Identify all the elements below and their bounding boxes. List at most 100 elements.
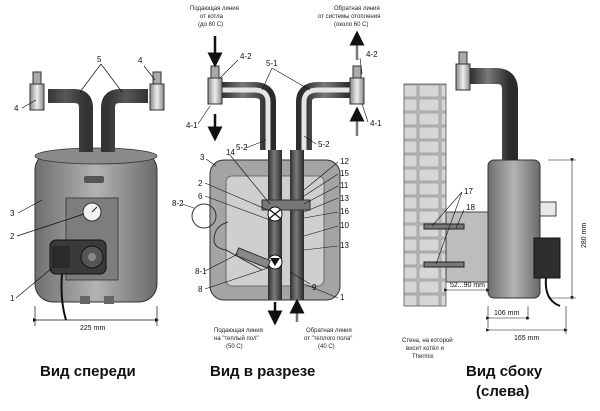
section-pipe-left-inner <box>222 87 271 150</box>
section-label-13-lower: 13 <box>340 241 349 250</box>
front-label-3: 3 <box>10 209 15 218</box>
brick-wall <box>403 83 447 307</box>
front-valve-right-cap <box>152 71 162 85</box>
svg-text:(40 С): (40 С) <box>318 344 335 350</box>
section-label-5-2-right: 5-2 <box>318 140 330 149</box>
note-supply-floor: Подающая линия на "теплый пол" (50 С) <box>214 328 263 350</box>
svg-text:висит котёл и: висит котёл и <box>406 346 444 352</box>
section-label-4-1-left: 4-1 <box>186 121 198 130</box>
side-pump <box>533 237 561 279</box>
anchor-bolt-upper <box>423 223 465 230</box>
front-label-1: 1 <box>10 294 15 303</box>
section-manifold <box>261 199 311 211</box>
note-return-floor: Обратная линия от "теплого пола" (40 С) <box>304 328 352 350</box>
section-label-3: 3 <box>200 153 205 162</box>
section-label-16: 16 <box>340 207 349 216</box>
caption-front-view: Вид спереди <box>40 363 136 380</box>
section-view: 4-2 4-2 4-1 4-1 5-1 5-2 5-2 3 14 2 6 8-2… <box>172 6 382 350</box>
flow-arrows <box>207 30 365 326</box>
front-leaders <box>15 63 160 326</box>
svg-text:от системы отопления: от системы отопления <box>318 14 380 20</box>
svg-text:на "теплый пол": на "теплый пол" <box>214 335 259 342</box>
caption-side-view-sub: (слева) <box>476 383 529 400</box>
side-valve-cap <box>458 51 468 65</box>
svg-text:от "теплого пола": от "теплого пола" <box>304 336 352 342</box>
side-depth-dimension-2: 165 mm <box>514 335 539 342</box>
side-valve <box>455 63 471 91</box>
section-label-2: 2 <box>198 179 203 188</box>
svg-text:Стена, на которой: Стена, на которой <box>402 337 453 344</box>
front-label-2: 2 <box>10 232 15 241</box>
side-depth-dimension-1: 106 mm <box>494 310 519 317</box>
section-label-10: 10 <box>340 221 349 230</box>
front-bottom-pipe-right <box>104 296 114 304</box>
front-label-4-left: 4 <box>14 104 19 113</box>
section-label-5-2-left: 5-2 <box>236 143 248 152</box>
front-pipe-left-band <box>48 89 93 152</box>
section-label-8-1: 8-1 <box>195 267 207 276</box>
front-valve-left-cap <box>32 71 42 85</box>
svg-text:Обратная линия: Обратная линия <box>306 328 352 334</box>
section-label-5-1: 5-1 <box>266 59 278 68</box>
front-valve-right <box>149 83 165 111</box>
section-label-15: 15 <box>340 169 349 178</box>
svg-text:Thermix: Thermix <box>412 354 434 360</box>
pump-cable <box>60 273 67 321</box>
sensor-body <box>235 247 271 269</box>
gauge-needle <box>91 206 98 213</box>
side-label-18: 18 <box>466 203 475 212</box>
section-inner-pipe-right <box>290 150 304 300</box>
section-label-4-2-right: 4-2 <box>366 50 378 59</box>
note-wall: Стена, на которой висит котёл и Thermix <box>402 337 453 360</box>
side-view: 17 18 52...90 mm 106 mm 165 mm 280 mm Ст… <box>402 51 588 360</box>
section-label-12: 12 <box>340 157 349 166</box>
check-valve-triangle <box>270 258 280 266</box>
svg-text:(50 С): (50 С) <box>226 344 243 350</box>
section-label-8-2: 8-2 <box>172 199 184 208</box>
front-label-5: 5 <box>97 55 102 64</box>
anchor-bolt-lower <box>423 261 465 268</box>
section-label-4-1-right: 4-1 <box>370 119 382 128</box>
svg-text:(около 60 С): (около 60 С) <box>334 22 368 28</box>
note-supply-from-boiler: Подающая линия от котла (до 80 С) <box>190 6 239 28</box>
brand-badge <box>84 176 104 183</box>
caption-side-view: Вид сбоку <box>466 363 543 380</box>
svg-text:Подающая линия: Подающая линия <box>190 6 239 12</box>
section-label-8: 8 <box>198 285 203 294</box>
front-view: 5 4 4 3 2 1 225 mm <box>10 55 165 332</box>
svg-text:Подающая линия: Подающая линия <box>214 328 263 334</box>
section-label-4-2-left: 4-2 <box>240 52 252 61</box>
side-pipe <box>470 68 518 160</box>
section-pipe-right-inner <box>301 87 350 150</box>
section-label-9: 9 <box>312 283 317 292</box>
section-leaders <box>181 57 369 299</box>
front-valve-left <box>29 83 45 111</box>
section-pipe-left <box>222 82 276 150</box>
front-bottom-pipe-left <box>80 296 90 304</box>
mixing-valve-arrow <box>269 209 281 219</box>
front-pipe-right-band <box>101 89 148 152</box>
caption-section-view: Вид в разрезе <box>210 363 315 380</box>
section-label-1: 1 <box>340 293 345 302</box>
side-pump-cable <box>544 277 561 307</box>
svg-text:Обратная линия: Обратная линия <box>334 6 380 12</box>
svg-text:(до 80 С): (до 80 С) <box>198 22 223 28</box>
section-valve-left-cap <box>210 65 220 79</box>
mounting-bracket <box>445 211 493 283</box>
side-thermometer <box>539 201 557 217</box>
height-dimension: 280 mm <box>581 223 588 248</box>
note-return-from-heating: Обратная линия от системы отопления (око… <box>318 6 380 28</box>
front-width-dimension: 225 mm <box>80 325 105 332</box>
pump-rotor-center <box>88 253 96 261</box>
thermostat-capillary <box>213 221 263 271</box>
thermostat-bulb <box>191 203 217 229</box>
pump-terminal-box <box>52 246 70 268</box>
front-label-4-right: 4 <box>138 56 143 65</box>
section-label-13-upper: 13 <box>340 194 349 203</box>
section-valve-left <box>207 77 223 105</box>
side-leaders <box>431 158 576 334</box>
section-inner-pipe-left <box>268 150 282 300</box>
section-label-11: 11 <box>340 181 349 190</box>
